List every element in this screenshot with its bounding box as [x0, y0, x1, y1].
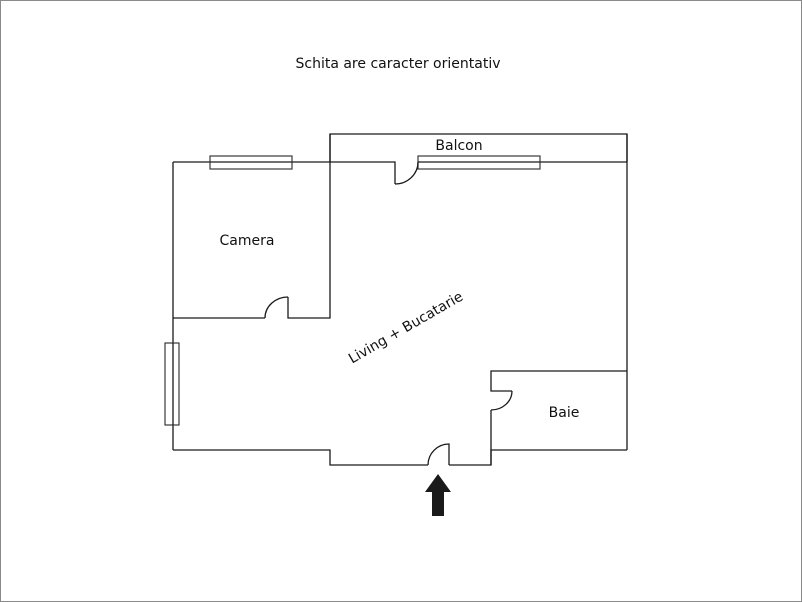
- living-window: [164, 342, 180, 426]
- label-baie: Baie: [549, 405, 580, 421]
- bathroom-walls: [490, 370, 627, 465]
- balcony-door: [394, 161, 419, 185]
- label-balcon: Balcon: [435, 138, 482, 154]
- label-living: Living + Bucatarie: [346, 289, 466, 368]
- bathroom-door: [490, 390, 513, 411]
- entrance-door: [427, 443, 450, 466]
- bedroom-walls: [173, 134, 331, 319]
- label-camera: Camera: [220, 233, 275, 249]
- bedroom-door: [264, 296, 289, 319]
- entrance-arrow-icon: [425, 474, 451, 516]
- plan-title: Schita are caracter orientativ: [295, 56, 500, 72]
